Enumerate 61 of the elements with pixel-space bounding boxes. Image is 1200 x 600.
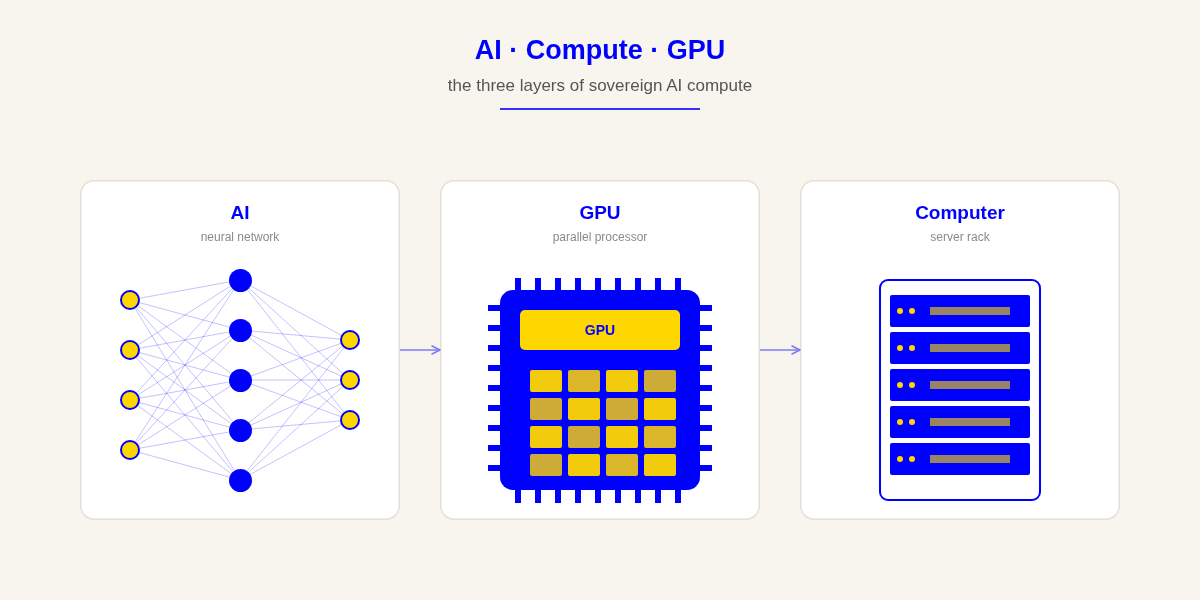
connection-line [136, 288, 233, 394]
connection-line [139, 381, 230, 399]
connection-line [136, 307, 233, 422]
connection-line [248, 336, 343, 415]
diagram-title: AI · Compute · GPU [474, 34, 726, 67]
connection-line [251, 330, 341, 340]
connection-line [136, 338, 233, 444]
connection-line [250, 334, 342, 377]
layer-card [80, 180, 400, 520]
chip-label-text: GPU [584, 322, 616, 338]
connection-line [251, 420, 341, 430]
arrow [399, 345, 441, 355]
connection-line [137, 405, 232, 474]
connection-line [138, 285, 231, 346]
connection-line [137, 305, 232, 374]
connection-line [138, 385, 231, 446]
input-neuron [120, 340, 140, 360]
connection-line [139, 452, 230, 478]
hidden-neuron [228, 368, 252, 392]
connection-line [136, 357, 233, 472]
connection-line [137, 355, 232, 424]
arrow [759, 345, 801, 355]
connection-line [250, 383, 342, 426]
connection-line [139, 352, 230, 378]
card-subtitle: parallel processor [552, 230, 648, 244]
input-neuron [120, 440, 140, 460]
card-subtitle: neural network [200, 230, 280, 244]
hidden-neuron [228, 268, 252, 292]
connection-line [135, 289, 235, 442]
connection-line [249, 424, 342, 475]
connection-line [138, 335, 231, 396]
layer-card [800, 180, 1120, 520]
input-neuron [120, 390, 140, 410]
connection-line [248, 287, 343, 374]
diagram-subtitle: the three layers of sovereign AI compute [447, 75, 753, 97]
connection-line [249, 285, 342, 336]
output-neuron [340, 410, 360, 430]
connection-line [139, 281, 230, 299]
card-subtitle: server rack [930, 230, 990, 244]
connection-line [139, 302, 230, 328]
connection-line [248, 345, 343, 424]
connection-line [134, 308, 235, 471]
input-neuron [120, 290, 140, 310]
connection-line [139, 431, 230, 449]
card-title: Computer [915, 202, 1005, 224]
connection-line [139, 331, 230, 349]
chip-label-plate [520, 310, 680, 350]
connection-line [246, 347, 345, 472]
output-neuron [340, 330, 360, 350]
hidden-neuron [228, 418, 252, 442]
hidden-neuron [228, 318, 252, 342]
connection-line [139, 402, 230, 428]
card-title: AI [230, 202, 250, 224]
hidden-neuron [228, 468, 252, 492]
card-title: GPU [579, 202, 621, 224]
connection-line [250, 343, 341, 377]
connection-line [246, 288, 345, 413]
output-neuron [340, 370, 360, 390]
connection-line [248, 386, 343, 473]
layer-card [440, 180, 760, 520]
connection-line [250, 383, 341, 417]
